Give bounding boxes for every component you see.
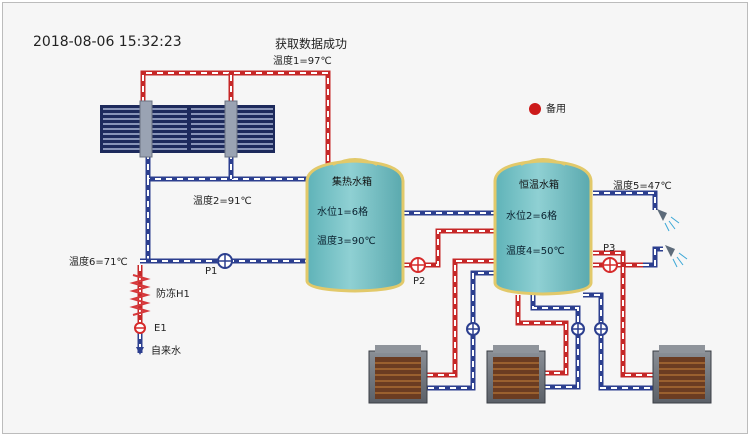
heat-pump-unit-3 bbox=[652, 345, 712, 404]
standby-indicator-icon bbox=[529, 103, 541, 115]
pump-p1-label: P1 bbox=[205, 266, 218, 277]
collector-tank-temp: 温度3=90℃ bbox=[317, 236, 376, 247]
shower-head-icon bbox=[657, 209, 680, 232]
temp5-reading: 温度5=47℃ bbox=[613, 181, 672, 192]
temp2-reading: 温度2=91℃ bbox=[193, 196, 252, 207]
pump-p2-label: P2 bbox=[413, 276, 426, 287]
pump-p2[interactable] bbox=[410, 257, 426, 273]
collector-tank-title: 集热水箱 bbox=[332, 177, 372, 188]
pump-p3[interactable] bbox=[602, 257, 618, 273]
e1-valve-icon[interactable] bbox=[134, 322, 146, 334]
pump-p3-label: P3 bbox=[603, 243, 616, 254]
shower-head-icon bbox=[665, 245, 688, 268]
valve-hp1[interactable] bbox=[466, 322, 480, 336]
heat-pump-unit-2 bbox=[486, 345, 546, 404]
heat-pump-unit-1 bbox=[368, 345, 428, 404]
valve-hp2[interactable] bbox=[571, 322, 585, 336]
tap-water-arrow-icon bbox=[136, 347, 144, 355]
temp1-reading: 温度1=97℃ bbox=[273, 56, 332, 67]
pump-p1[interactable] bbox=[217, 253, 233, 269]
constant-tank-level: 水位2=6格 bbox=[506, 211, 558, 222]
solar-collector-array bbox=[100, 100, 275, 158]
valve-hp3[interactable] bbox=[594, 322, 608, 336]
collector-tank-level: 水位1=6格 bbox=[317, 207, 369, 218]
e1-label: E1 bbox=[154, 323, 167, 334]
collector-tank bbox=[305, 158, 405, 293]
antifreeze-label: 防冻H1 bbox=[156, 289, 190, 300]
constant-tank-temp: 温度4=50℃ bbox=[506, 246, 565, 257]
antifreeze-heater bbox=[129, 274, 151, 316]
constant-temp-tank bbox=[493, 158, 593, 296]
temp6-reading: 温度6=71℃ bbox=[69, 257, 128, 268]
timestamp: 2018-08-06 15:32:23 bbox=[33, 34, 182, 50]
tap-water-label: 自来水 bbox=[151, 346, 181, 357]
system-diagram bbox=[100, 70, 712, 404]
standby-label: 备用 bbox=[546, 104, 566, 115]
status-message: 获取数据成功 bbox=[275, 37, 348, 51]
constant-tank-title: 恒温水箱 bbox=[519, 180, 559, 191]
